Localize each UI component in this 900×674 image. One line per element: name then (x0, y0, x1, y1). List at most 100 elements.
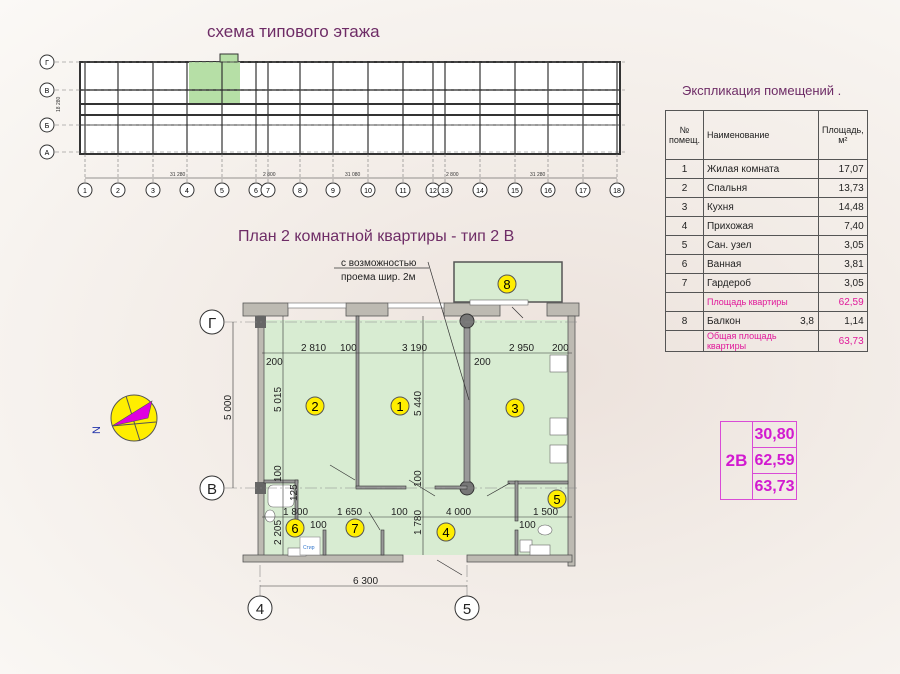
cell-area: 13,73 (817, 178, 868, 198)
highlighted-balcony (219, 53, 239, 63)
row-axis-label: А (45, 150, 50, 157)
dimension-label: 100 (340, 343, 357, 354)
dimension-label: 4 000 (446, 507, 471, 518)
dimension-label: 31 080 (345, 172, 361, 178)
plan-title: План 2 комнатной квартиры - тип 2 В (238, 228, 515, 245)
cell-name: Прихожая (702, 216, 819, 236)
row-axis-label: Б (45, 123, 50, 130)
apartment-plan: Стир 2 810 100 3 190 2 950 200 200 200 (199, 258, 580, 621)
room-number: 3 (511, 401, 518, 416)
row-axis-label: Г (45, 60, 49, 67)
cell-area: 3,81 (817, 254, 868, 274)
apartment-area-value: 62,59 (817, 292, 868, 312)
building-outline (79, 61, 621, 155)
balcony-coefficient: 3,8 (800, 315, 814, 327)
room-marker: 2 (305, 396, 325, 416)
cell-name: Ванная (702, 254, 819, 274)
dimension-label: 2 810 (301, 343, 326, 354)
dimension-label: 5 000 (223, 395, 234, 420)
column-axis-label: 6 (254, 188, 258, 195)
floor-scheme-title: схема типового этажа (207, 22, 380, 41)
column-axis-label: 8 (298, 188, 302, 195)
dimension-label: 5 015 (273, 387, 284, 412)
dimension-label: 100 (310, 520, 327, 531)
floor-scheme (55, 53, 625, 179)
highlighted-apartment (189, 62, 240, 104)
note-line-2: проема шир. 2м (341, 272, 416, 283)
total-area-value: 63,73 (817, 330, 868, 352)
column-axis-label: 3 (151, 188, 155, 195)
total-area-label: Общая площадь квартиры (702, 330, 819, 352)
room-marker: 4 (436, 522, 456, 542)
cell-area: 7,40 (817, 216, 868, 236)
dimension-label: 31 280 (530, 172, 546, 178)
explication-title: Экспликация помещений . (682, 83, 842, 98)
dimension-label: 6 300 (353, 576, 378, 587)
cell-name: Спальня (702, 178, 819, 198)
column-axis-label: 18 (613, 188, 621, 195)
room-marker: 8 (497, 274, 517, 294)
cell-area: 1,14 (817, 311, 868, 331)
column-axis-label: 7 (266, 188, 270, 195)
cell-area: 17,07 (817, 159, 868, 179)
cell-num: 3 (665, 197, 704, 217)
cell-area: 3,05 (817, 235, 868, 255)
row-axis-label: В (45, 88, 50, 95)
scheme-dimensions: 31 280 2 800 31 080 2 800 31 280 (170, 172, 546, 178)
dimension-label: 200 (266, 357, 283, 368)
note-line-1: с возможностью (341, 258, 417, 269)
dimension-label: 1 650 (337, 507, 362, 518)
cell-area: 14,48 (817, 197, 868, 217)
dimension-label: 2 205 (273, 520, 284, 545)
room-marker: 7 (345, 518, 365, 538)
compass: N (91, 394, 158, 442)
column-axis-label: 12 (429, 188, 437, 195)
dimension-label: 100 (519, 520, 536, 531)
badge-value: 62,59 (752, 447, 797, 474)
cell-name: Кухня (702, 197, 819, 217)
cell-name: Жилая комната (702, 159, 819, 179)
axis-label-g: Г (208, 315, 216, 332)
cell-num: 2 (665, 178, 704, 198)
washer-label: Стир (303, 545, 315, 551)
cell-name: Гардероб (702, 273, 819, 293)
badge-value: 63,73 (752, 473, 797, 500)
header-area: Площадь, м² (817, 110, 868, 160)
room-number: 4 (442, 525, 449, 540)
column-axis-label: 5 (220, 188, 224, 195)
cell-num: 1 (665, 159, 704, 179)
apartment-area-label: Площадь квартиры (702, 292, 819, 312)
compass-label: N (91, 426, 103, 434)
column-axis-label: 4 (185, 188, 189, 195)
column-axis-label: 14 (476, 188, 484, 195)
column-axis-label: 15 (511, 188, 519, 195)
north-arrow-icon (111, 400, 153, 427)
dimension-label: 3 190 (402, 343, 427, 354)
dimension-label: 1 780 (413, 510, 424, 535)
dimension-label: 2 800 (446, 172, 459, 178)
room-number: 7 (351, 521, 358, 536)
room-number: 5 (553, 492, 560, 507)
column-axis-label: 17 (579, 188, 587, 195)
room-number: 6 (291, 521, 298, 536)
dimension-label: 1 500 (533, 507, 558, 518)
dimension-label: 2 950 (509, 343, 534, 354)
dimension-label: 1 800 (283, 507, 308, 518)
height-dimension: 18 280 (56, 96, 62, 112)
room-number: 2 (311, 399, 318, 414)
dimension-label: 100 (391, 507, 408, 518)
axis-label-v: В (207, 481, 217, 498)
cell-name: Сан. узел (702, 235, 819, 255)
cell-area: 3,05 (817, 273, 868, 293)
dimension-label: 2 800 (263, 172, 276, 178)
